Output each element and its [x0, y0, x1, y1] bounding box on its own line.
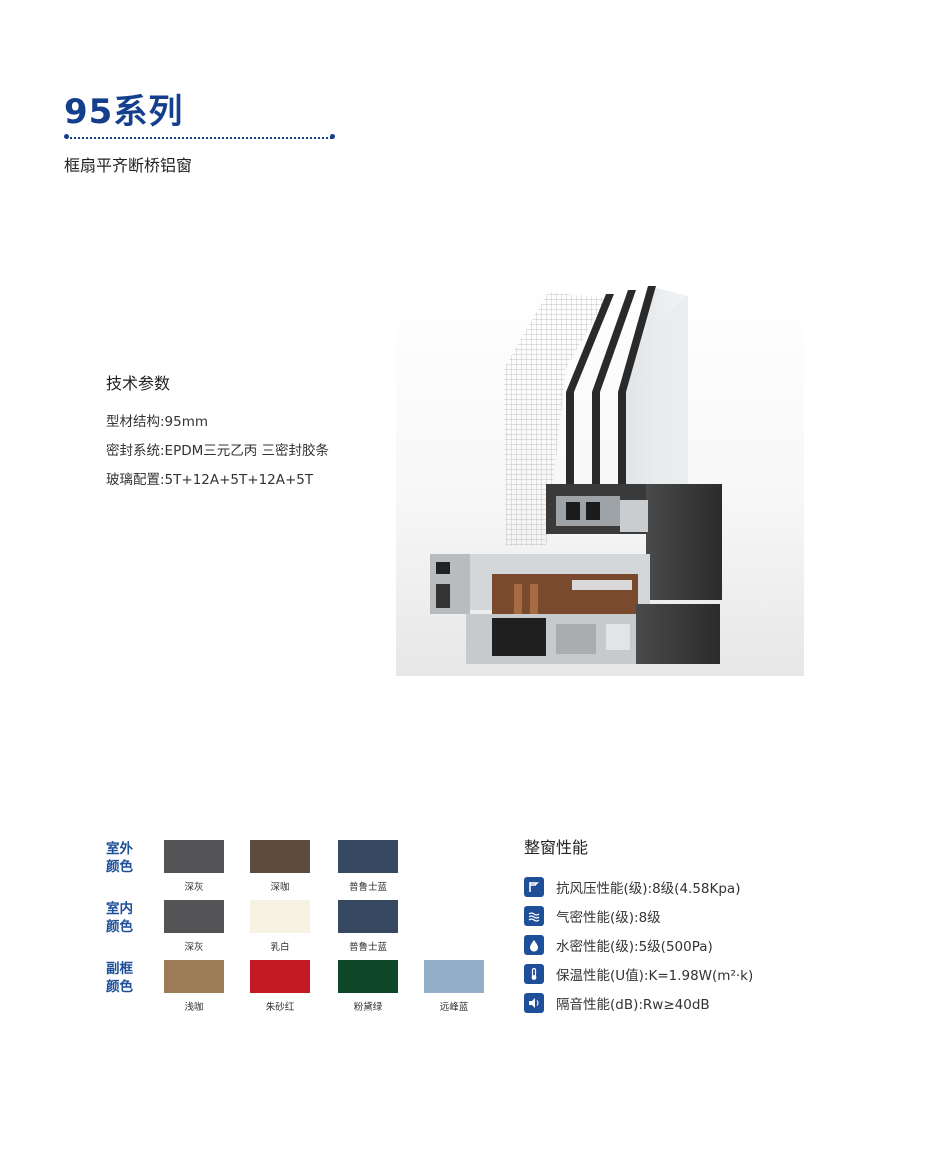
performance-text: 抗风压性能(级):8级(4.58Kpa)	[556, 880, 741, 897]
performance-text: 水密性能(级):5级(500Pa)	[556, 938, 713, 955]
window-profile-image	[396, 284, 804, 676]
color-option: 远峰蓝	[424, 960, 484, 1013]
color-name: 远峰蓝	[439, 1002, 469, 1013]
color-option: 普鲁士蓝	[338, 900, 398, 953]
page-subtitle: 框扇平齐断桥铝窗	[64, 156, 193, 175]
color-swatch	[338, 960, 398, 993]
row-label-line: 室外	[106, 841, 133, 857]
performance-text: 气密性能(级):8级	[556, 909, 661, 926]
performance-item: 保温性能(U值):K=1.98W(m²·k)	[524, 959, 753, 988]
color-option: 深灰	[164, 840, 224, 893]
color-option: 朱砂红	[250, 960, 310, 1013]
performance-item: 隔音性能(dB):Rw≥40dB	[524, 988, 753, 1017]
row-label-line: 颜色	[106, 919, 133, 935]
color-option: 深咖	[250, 840, 310, 893]
performance-text: 隔音性能(dB):Rw≥40dB	[556, 996, 710, 1013]
color-name: 深咖	[270, 882, 290, 893]
water-drop-icon	[524, 934, 544, 955]
performance-text: 保温性能(U值):K=1.98W(m²·k)	[556, 967, 754, 984]
color-swatch	[250, 900, 310, 933]
thermometer-icon	[524, 963, 544, 984]
color-name: 浅咖	[184, 1002, 204, 1013]
performance-heading: 整窗性能	[524, 838, 589, 857]
color-name: 粉黛绿	[353, 1002, 383, 1013]
divider-dot	[64, 134, 69, 139]
color-name: 普鲁士蓝	[348, 942, 387, 953]
color-option: 浅咖	[164, 960, 224, 1013]
color-name: 深灰	[184, 942, 204, 953]
color-name: 朱砂红	[265, 1002, 295, 1013]
row-label: 室外 颜色	[106, 840, 146, 876]
color-swatch	[338, 900, 398, 933]
color-swatch	[250, 960, 310, 993]
color-swatch	[164, 960, 224, 993]
color-option: 乳白	[250, 900, 310, 953]
tech-specs-heading: 技术参数	[106, 374, 171, 393]
performance-item: 抗风压性能(级):8级(4.58Kpa)	[524, 872, 753, 901]
color-name: 乳白	[270, 942, 290, 953]
color-swatch	[338, 840, 398, 873]
air-tightness-icon	[524, 905, 544, 926]
sound-icon	[524, 992, 544, 1013]
row-label: 副框 颜色	[106, 960, 146, 996]
color-swatch	[424, 960, 484, 993]
spec-glass: 玻璃配置:5T+12A+5T+12A+5T	[106, 472, 314, 488]
row-label-line: 副框	[106, 961, 133, 977]
spec-profile: 型材结构:95mm	[106, 414, 209, 430]
color-swatch	[164, 840, 224, 873]
row-label: 室内 颜色	[106, 900, 146, 936]
color-option: 粉黛绿	[338, 960, 398, 1013]
spec-seal: 密封系统:EPDM三元乙丙 三密封胶条	[106, 443, 330, 459]
title-divider	[66, 137, 332, 139]
page-title: 95系列	[64, 92, 184, 132]
color-name: 普鲁士蓝	[348, 882, 387, 893]
color-row-interior: 室内 颜色 深灰 乳白 普鲁士蓝	[100, 898, 500, 958]
color-row-exterior: 室外 颜色 深灰 深咖 普鲁士蓝	[100, 838, 500, 898]
wind-pressure-icon	[524, 876, 544, 897]
color-option: 普鲁士蓝	[338, 840, 398, 893]
color-option: 深灰	[164, 900, 224, 953]
tech-specs: 技术参数 型材结构:95mm 密封系统:EPDM三元乙丙 三密封胶条 玻璃配置:…	[106, 370, 329, 495]
row-label-line: 颜色	[106, 979, 133, 995]
performance-item: 气密性能(级):8级	[524, 901, 753, 930]
color-name: 深灰	[184, 882, 204, 893]
performance-item: 水密性能(级):5级(500Pa)	[524, 930, 753, 959]
color-swatch	[164, 900, 224, 933]
divider-dot	[330, 134, 335, 139]
window-performance: 整窗性能 抗风压性能(级):8级(4.58Kpa) 气密性能(级):8级 水密性…	[524, 834, 753, 1017]
color-row-subframe: 副框 颜色 浅咖 朱砂红 粉黛绿 远峰蓝	[100, 958, 500, 1018]
row-label-line: 颜色	[106, 859, 133, 875]
row-label-line: 室内	[106, 901, 133, 917]
color-swatch	[250, 840, 310, 873]
